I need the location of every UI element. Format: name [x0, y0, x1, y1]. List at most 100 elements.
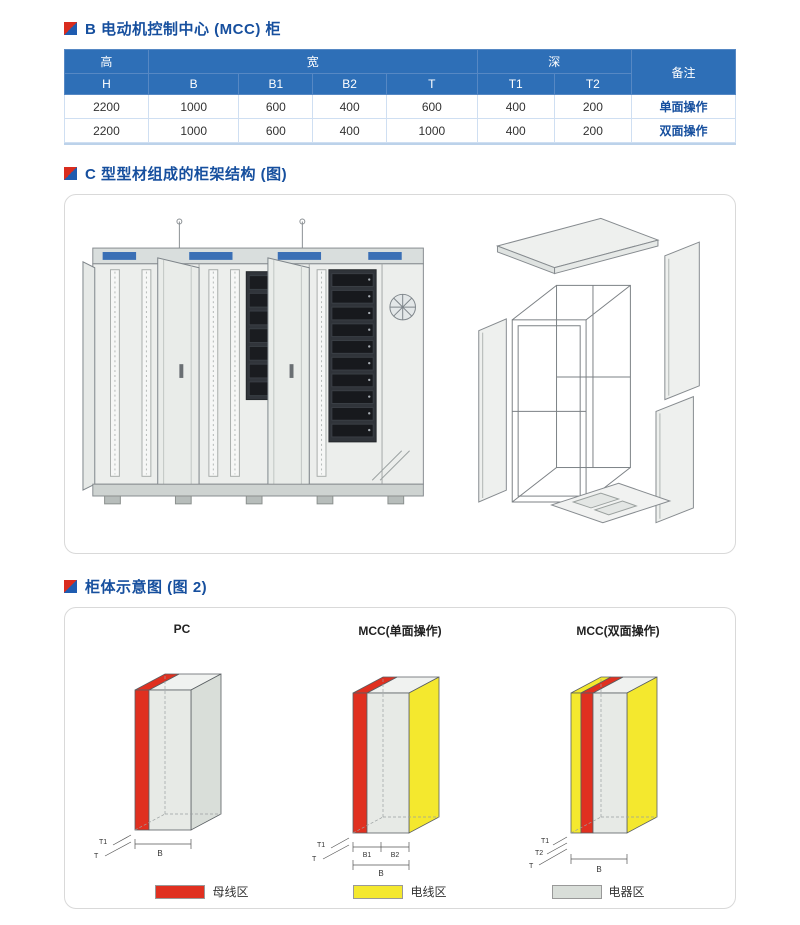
- ventilation-fan: [389, 293, 416, 321]
- mcc-single-cabinet-diagram: T1 T B1 B2 B: [312, 676, 440, 878]
- dimension-lines: [538, 836, 628, 866]
- group-header-depth: 深: [476, 49, 632, 74]
- door-panel: [478, 318, 507, 503]
- section-header-schematic: 柜体示意图 (图 2): [64, 576, 736, 597]
- table-cell-remark: 单面操作: [630, 94, 737, 119]
- table-cell: 200: [553, 118, 632, 143]
- dim-label: T1: [317, 842, 325, 849]
- table-cell: 400: [312, 94, 388, 119]
- section-title-mcc: B 电动机控制中心 (MCC) 柜: [85, 21, 281, 38]
- legend-item-equipment: 电器区: [551, 883, 645, 900]
- nameplate: [189, 252, 233, 260]
- col-header-t: T: [386, 73, 478, 95]
- equipment-zone-side: [190, 673, 222, 831]
- side-panel: [655, 241, 700, 524]
- table-cell-remark: 双面操作: [630, 118, 737, 143]
- section-header-frame: C 型型材组成的柜架结构 (图): [64, 163, 736, 184]
- cabinet-base: [92, 483, 424, 497]
- dim-label: T: [94, 853, 99, 860]
- legend-item-busbar: 母线区: [155, 883, 248, 900]
- busbar-zone-front: [580, 692, 594, 834]
- mcc-cabinet-illustration: [82, 218, 424, 505]
- col-header-b: B: [147, 73, 240, 95]
- table-cell: 600: [238, 118, 314, 143]
- diagram-title: MCC(双面操作): [576, 624, 660, 638]
- table-cell: 2200: [64, 118, 149, 143]
- table-cell: 600: [238, 94, 314, 119]
- section-flag-icon: [64, 22, 77, 35]
- dim-label: T1: [541, 838, 549, 845]
- col-header-t2: T2: [553, 73, 632, 95]
- legend-item-cable: 电线区: [353, 883, 447, 900]
- cabinet-diagram-panel: PC: [64, 607, 736, 909]
- table-cell: 600: [386, 94, 478, 119]
- cable-zone-side: [626, 676, 658, 834]
- table-cell: 400: [476, 118, 555, 143]
- dim-label: T1: [99, 839, 107, 846]
- section-title-frame: C 型型材组成的柜架结构 (图): [85, 166, 288, 183]
- nameplate: [277, 252, 322, 260]
- table-row: 2200 1000 600 400 1000 400 200 双面操作: [64, 118, 737, 143]
- diagram-mcc-single: MCC(单面操作): [298, 622, 503, 881]
- table-cell: 200: [553, 94, 632, 119]
- diagram-pc: PC: [80, 622, 285, 878]
- busbar-zone-front: [352, 692, 368, 834]
- nameplate: [102, 252, 137, 260]
- section-flag-icon: [64, 167, 77, 180]
- equipment-zone-front: [592, 692, 628, 834]
- bottom-plate: [550, 482, 672, 524]
- legend-label: 电器区: [608, 885, 645, 899]
- group-header-remark: 备注: [630, 49, 737, 95]
- equipment-zone-front: [366, 692, 410, 834]
- table-row: 2200 1000 600 400 600 400 200 单面操作: [64, 94, 737, 119]
- open-doors: [82, 257, 310, 495]
- equipment-zone-front: [148, 689, 192, 831]
- pc-cabinet-diagram: T1 T B: [94, 673, 222, 860]
- zone-legend: 母线区 电线区 电器区: [73, 883, 727, 900]
- breaker-stack: [328, 269, 377, 443]
- dim-label: T2: [535, 850, 543, 857]
- busbar-zone-front: [134, 689, 150, 831]
- dimension-lines: [322, 837, 410, 870]
- col-header-h: H: [64, 73, 149, 95]
- diagram-row: PC: [73, 622, 727, 881]
- dim-label: B: [596, 865, 601, 874]
- table-cell: 2200: [64, 94, 149, 119]
- frame-structure-panel: [64, 194, 736, 554]
- door-handle: [289, 364, 294, 378]
- mcc-table-wrap: 高 宽 深 备注 H B B1 B2 T T1 T2: [64, 49, 737, 145]
- table-cell: 1000: [386, 118, 478, 143]
- cable-zone-side: [408, 676, 440, 834]
- col-header-b1: B1: [238, 73, 314, 95]
- cabinet-frame: [511, 284, 631, 503]
- cable-swatch: [353, 884, 404, 899]
- legend-label: 电线区: [410, 885, 447, 899]
- dim-label: B: [157, 849, 162, 858]
- nameplate: [368, 252, 402, 260]
- frame-exploded-drawing: [478, 217, 700, 524]
- dimension-lines: [104, 834, 192, 857]
- dim-label: B2: [391, 852, 400, 859]
- mcc-double-cabinet-diagram: T1 T2 T B: [529, 676, 658, 874]
- top-cover-panel: [495, 217, 660, 275]
- dim-label: T: [529, 863, 534, 870]
- section-flag-icon: [64, 580, 77, 593]
- table-cell: 1000: [147, 94, 240, 119]
- table-cell: 1000: [147, 118, 240, 143]
- dim-label: T: [312, 856, 317, 863]
- col-header-t1: T1: [476, 73, 555, 95]
- col-header-b2: B2: [312, 73, 388, 95]
- lifting-eye: [176, 218, 183, 225]
- dim-label: B1: [363, 852, 372, 859]
- diagram-title: MCC(单面操作): [358, 624, 442, 638]
- section-header-mcc: B 电动机控制中心 (MCC) 柜: [64, 18, 736, 39]
- legend-label: 母线区: [212, 885, 249, 899]
- cable-zone-front: [570, 692, 582, 834]
- group-header-width: 宽: [147, 49, 478, 74]
- dim-label: B: [378, 869, 383, 878]
- group-header-height: 高: [64, 49, 149, 74]
- diagram-title: PC: [173, 622, 191, 636]
- diagram-mcc-double: MCC(双面操作): [516, 622, 721, 881]
- table-cell: 400: [312, 118, 388, 143]
